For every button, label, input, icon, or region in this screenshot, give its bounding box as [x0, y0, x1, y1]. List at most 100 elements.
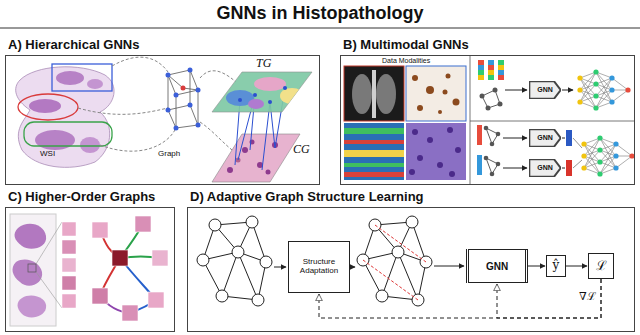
- node-label: GNN: [537, 86, 553, 94]
- node-label: ŷ: [553, 259, 560, 272]
- graph-structure-illustration-part: [357, 216, 432, 306]
- wsi-sketch-part: [56, 71, 84, 85]
- graph-structure-illustration-part: [197, 216, 272, 306]
- graph-structure-illustration-part: [434, 266, 464, 267]
- modality-tiles-part: [344, 123, 404, 180]
- hierarchy-planes: [212, 72, 312, 182]
- hypergraph-illustration-part: [28, 264, 36, 272]
- modality-tiles-part-part: [427, 137, 433, 143]
- panel-frame: A) Hierarchical GNNs: [5, 55, 320, 185]
- multimodal-pipeline-part-part: [480, 94, 485, 99]
- hypergraph-illustration-part: [15, 224, 47, 249]
- hierarchy-planes-part: [226, 77, 304, 109]
- multimodal-pipeline-part: [566, 130, 572, 146]
- multimodal-pipeline-part-part: [490, 172, 495, 177]
- modality-tiles: [344, 66, 466, 180]
- multimodal-pipeline-part-part: [498, 60, 504, 65]
- modality-tiles-part-part: [437, 162, 443, 168]
- wsi-sketch-part-part: [166, 108, 171, 113]
- modality-tiles-part: [352, 74, 372, 114]
- node-label: GNN: [486, 261, 508, 272]
- multimodal-pipeline-part: [566, 160, 572, 176]
- graph-structure-illustration-part: [274, 267, 286, 268]
- multimodal-pipeline-part-part: [488, 65, 494, 70]
- hypergraph-illustration-part-part: [62, 240, 76, 254]
- multimodal-pipeline-part-part: [478, 65, 484, 70]
- panel-frame: B) Multimodal GNNsGNNGNNGNN: [340, 55, 635, 185]
- hypergraph-illustration-part-part: [92, 222, 108, 238]
- multimodal-pipeline-part-part: [496, 132, 501, 137]
- wsi-sketch-part: [24, 122, 112, 146]
- panel-heading: B) Multimodal GNNs: [343, 37, 469, 52]
- multimodal-pipeline-part-part: [498, 70, 504, 75]
- wsi-sketch-part-part: [174, 126, 179, 131]
- multimodal-pipeline-part: [562, 90, 573, 91]
- hierarchy-planes-part-part: [283, 86, 287, 90]
- wsi-sketch-part: [80, 137, 100, 153]
- multimodal-pipeline-part: [480, 88, 503, 111]
- hypergraph-illustration-part: [36, 222, 62, 308]
- multimodal-pipeline-part: [573, 160, 582, 168]
- connector: [497, 279, 601, 318]
- multimodal-pipeline-part: [503, 168, 527, 169]
- multimodal-pipeline-part-part: [498, 75, 504, 80]
- multimodal-pipeline-part: [478, 60, 504, 80]
- wsi-sketch-part: [200, 122, 232, 150]
- modality-tiles-part: [372, 70, 376, 118]
- hierarchy-planes-part-part: [242, 147, 248, 153]
- chevron-outline: [529, 129, 560, 147]
- hierarchy-planes-part-part: [266, 170, 271, 175]
- multimodal-pipeline-part: [470, 121, 634, 122]
- hypergraph-illustration-part-part: [92, 288, 108, 304]
- panel-heading: A) Hierarchical GNNs: [8, 37, 140, 52]
- wsi-sketch-part: [18, 94, 78, 120]
- multimodal-pipeline-part-part: [478, 60, 484, 65]
- multimodal-pipeline-part-part: [478, 75, 484, 80]
- wsi-sketch-part: [52, 64, 112, 91]
- hierarchy-planes-part: [212, 134, 300, 182]
- gnn-block: GNN: [529, 81, 561, 99]
- hierarchy-planes-part-part: [254, 77, 286, 91]
- multimodal-pipeline-part-part: [496, 162, 501, 167]
- wsi-sketch-part-part: [174, 93, 179, 98]
- modality-tiles-part-part: [443, 90, 448, 95]
- multimodal-pipeline-part-part: [478, 70, 484, 75]
- multimodal-pipeline: [470, 56, 635, 184]
- multimodal-pipeline-part: [484, 126, 501, 177]
- hypergraph-illustration-part: [92, 216, 168, 321]
- multimodal-pipeline-part: [470, 56, 471, 184]
- multimodal-pipeline-part: [562, 138, 565, 139]
- process-box: Structure Adaptation: [288, 241, 350, 293]
- multimodal-pipeline-part-part: [490, 142, 495, 147]
- hypergraph-illustration-part-part: [62, 294, 76, 308]
- panel-heading: D) Adaptive Graph Structure Learning: [190, 189, 424, 204]
- modality-tiles-part: [344, 150, 404, 157]
- multimodal-pipeline-part-part: [493, 88, 498, 93]
- wsi-sketch-part-part: [188, 103, 193, 108]
- gnn-box: GNN: [466, 249, 528, 283]
- wsi-sketch-part-part: [166, 73, 171, 78]
- connector: [319, 279, 601, 318]
- edge-label: ∇ℒ: [578, 291, 597, 303]
- text-label: WSI: [40, 150, 55, 159]
- modality-tiles-part-part: [447, 127, 453, 133]
- wsi-sketch-part: [29, 99, 61, 113]
- gnn-block: GNN: [529, 129, 561, 147]
- node-label: ℒ: [596, 259, 607, 273]
- wsi-sketch-part-part: [196, 123, 201, 128]
- multimodal-pipeline-part: [577, 69, 630, 110]
- hierarchy-planes-part-part: [253, 93, 257, 97]
- chevron-outline: [529, 159, 560, 177]
- modality-tiles-part-part: [417, 155, 423, 161]
- hierarchy-planes-part-part: [280, 88, 304, 104]
- title-rule: [0, 28, 640, 29]
- multimodal-pipeline-part: [477, 155, 482, 175]
- multimodal-pipeline-part-part: [484, 156, 489, 161]
- node-label: GNN: [537, 164, 553, 172]
- wsi-sketch-part-part: [188, 68, 193, 73]
- modality-tiles-part: [344, 172, 404, 177]
- hierarchy-planes-part-part: [238, 98, 242, 102]
- hierarchy-planes-part: [212, 72, 312, 112]
- hypergraph-illustration-part: [10, 214, 56, 326]
